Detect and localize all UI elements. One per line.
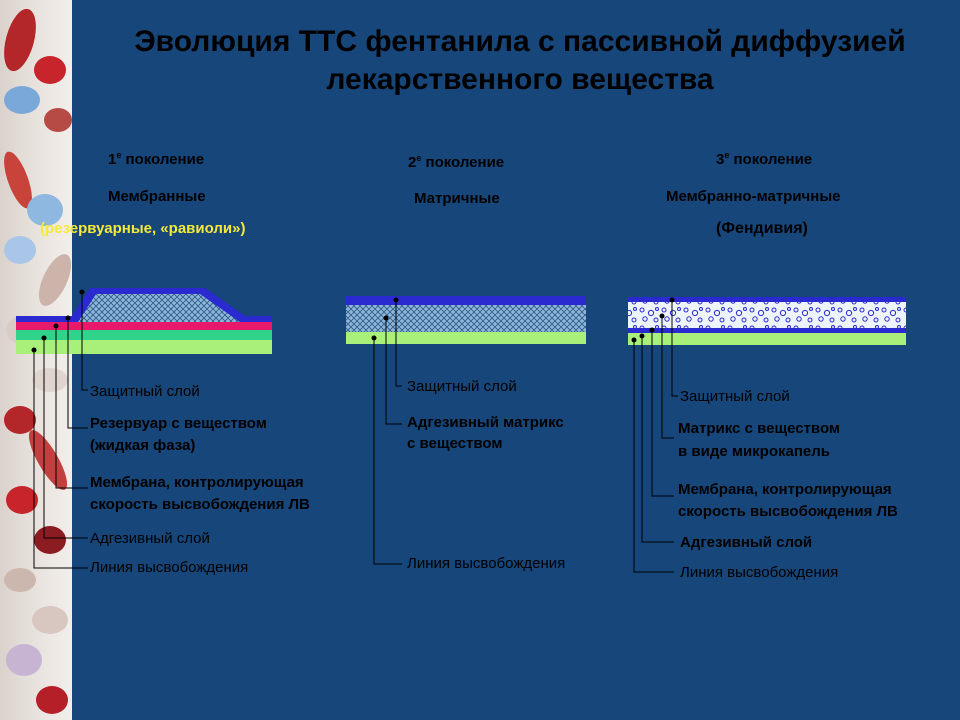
gen1-reservoir bbox=[78, 290, 240, 322]
gen1-label-adhesive: Адгезивный слой bbox=[90, 530, 210, 547]
slide-title-line1: Эволюция ТТС фентанила с пассивной диффу… bbox=[134, 25, 906, 58]
gen3-label-membrane-1: Мембрана, контролирующая bbox=[678, 481, 892, 498]
gen2-label-matrix-1: Адгезивный матрикс bbox=[407, 414, 564, 431]
gen1-protective-layer bbox=[16, 288, 272, 322]
gen1-label-membrane-1: Мембрана, контролирующая bbox=[90, 474, 304, 491]
gen3-diagram bbox=[628, 297, 906, 573]
gen1-heading: 1е поколение bbox=[108, 150, 205, 168]
pills-photo-strip bbox=[0, 0, 72, 720]
gen1-label-reservoir-1: Резервуар с веществом bbox=[90, 415, 267, 432]
gen2-label-release: Линия высвобождения bbox=[407, 555, 566, 572]
gen1-adhesive bbox=[16, 330, 272, 340]
gen1-label-protective: Защитный слой bbox=[90, 383, 200, 400]
gen2-release-line bbox=[346, 332, 586, 344]
gen3-label-matrix-2: в виде микрокапель bbox=[678, 443, 831, 460]
gen3-protective-layer bbox=[628, 297, 906, 302]
gen2-heading: 2е поколение bbox=[408, 153, 505, 171]
gen1-type: Мембранные bbox=[108, 188, 206, 205]
gen1-label-reservoir-2: (жидкая фаза) bbox=[90, 437, 196, 454]
gen2-matrix bbox=[346, 305, 586, 332]
gen3-label-protective: Защитный слой bbox=[680, 388, 790, 405]
gen1-release-line bbox=[16, 340, 272, 354]
gen3-label-matrix-1: Матрикс с веществом bbox=[678, 420, 841, 437]
gen2-type: Матричные bbox=[414, 190, 500, 207]
gen2-label-protective: Защитный слой bbox=[407, 378, 517, 395]
gen3-membrane bbox=[628, 328, 906, 333]
gen2-protective-layer bbox=[346, 296, 586, 305]
gen3-matrix-microdrops bbox=[628, 302, 906, 328]
slide-title-line2: лекарственного вещества bbox=[326, 63, 714, 96]
gen1-subtitle: (резервуарные, «равиоли») bbox=[40, 220, 246, 237]
gen1-label-release: Линия высвобождения bbox=[90, 559, 249, 576]
gen2-label-matrix-2: с веществом bbox=[407, 435, 503, 452]
gen3-label-release: Линия высвобождения bbox=[680, 564, 839, 581]
gen3-type: Мембранно-матричные bbox=[666, 188, 841, 205]
gen2-diagram bbox=[346, 296, 586, 565]
gen3-release-line bbox=[628, 333, 906, 345]
gen1-label-membrane-2: скорость высвобождения ЛВ bbox=[90, 496, 310, 513]
gen3-subtitle: (Фендивия) bbox=[716, 220, 808, 237]
gen3-label-membrane-2: скорость высвобождения ЛВ bbox=[678, 503, 898, 520]
gen3-label-adhesive: Адгезивный слой bbox=[680, 534, 813, 551]
gen3-heading: 3е поколение bbox=[716, 150, 813, 168]
gen1-diagram bbox=[16, 288, 272, 569]
gen1-membrane bbox=[16, 322, 272, 330]
